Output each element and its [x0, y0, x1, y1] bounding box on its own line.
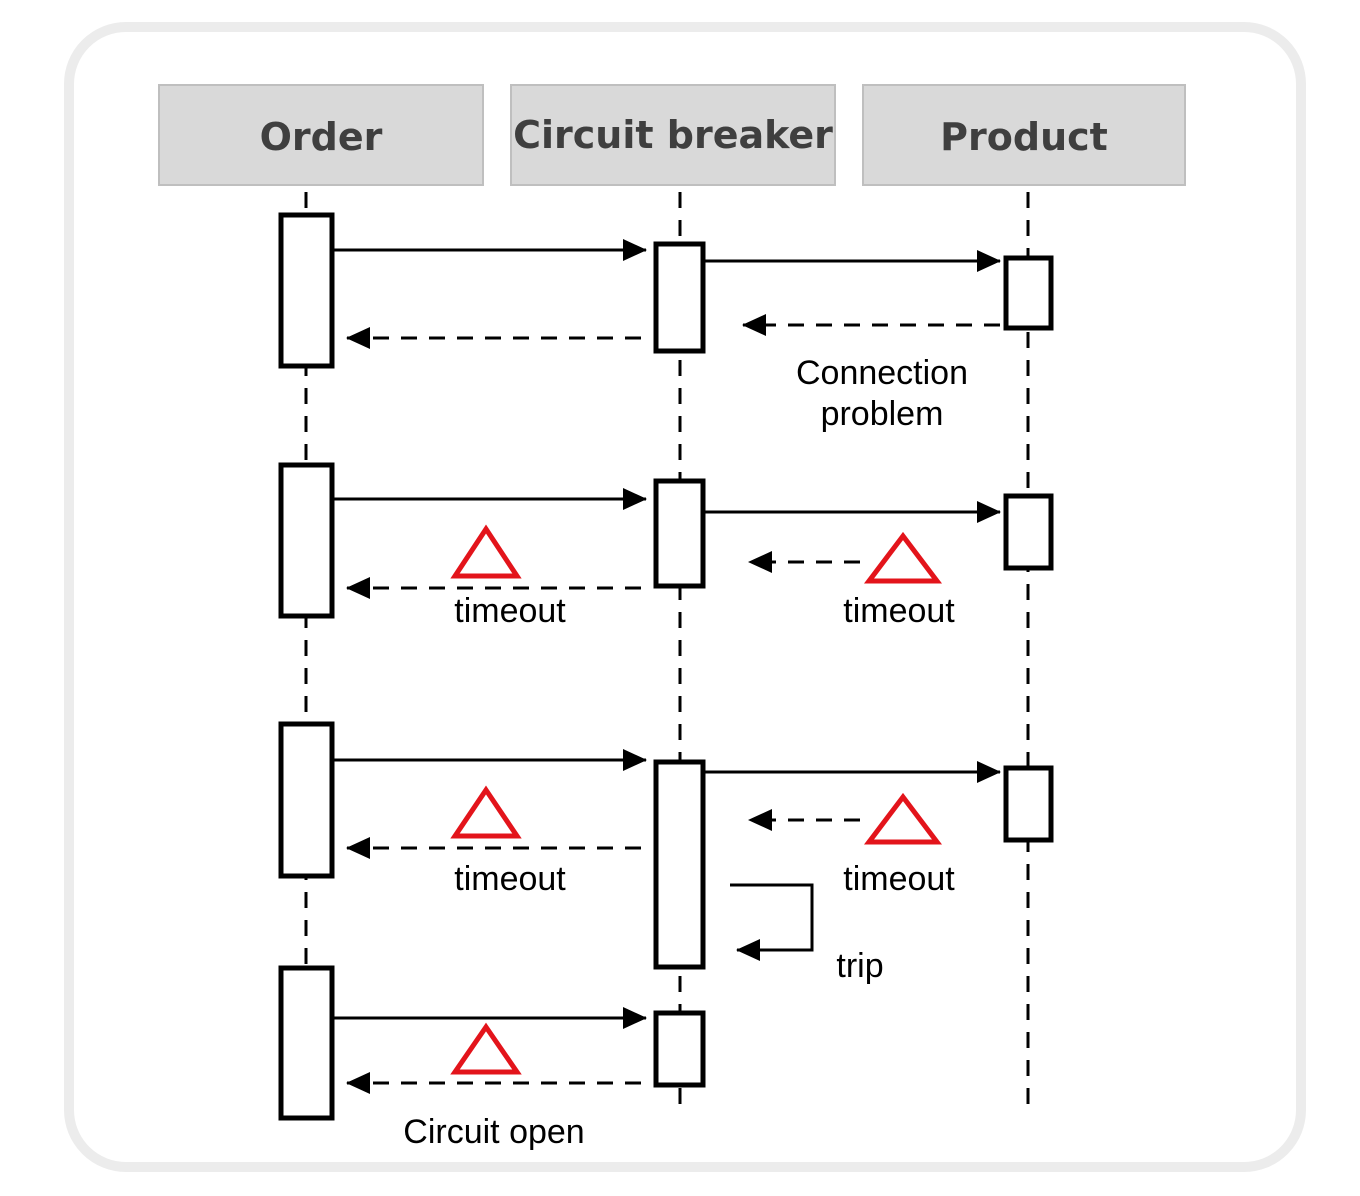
- participant-product-label: Product: [940, 115, 1108, 159]
- timeout-label: timeout: [454, 592, 566, 630]
- trip-label: trip: [836, 947, 883, 985]
- order-activation-1: [278, 212, 335, 369]
- warning-triangle-icon: [863, 531, 943, 584]
- participant-order-label: Order: [260, 115, 383, 159]
- breaker-activation-3: [653, 759, 706, 970]
- participant-order: Order: [158, 84, 484, 186]
- warning-triangle-icon: [450, 785, 522, 839]
- participant-product: Product: [862, 84, 1186, 186]
- breaker-activation-2: [653, 478, 706, 589]
- circuit-open-label: Circuit open: [403, 1113, 584, 1151]
- warning-triangle-icon: [450, 1022, 522, 1075]
- order-activation-2: [278, 462, 335, 619]
- timeout-label: timeout: [454, 860, 566, 898]
- connection-problem-label-line2: problem: [821, 395, 944, 433]
- diagram-frame: [64, 22, 1306, 1172]
- warning-triangle-icon: [450, 524, 522, 579]
- timeout-label: timeout: [843, 592, 955, 630]
- trip-self-arrow: [730, 883, 814, 961]
- participant-circuit-breaker: Circuit breaker: [510, 84, 836, 186]
- product-activation-2: [1003, 493, 1054, 571]
- connection-problem-label-line1: Connection: [796, 354, 968, 392]
- timeout-label: timeout: [843, 860, 955, 898]
- breaker-activation-1: [653, 241, 706, 354]
- order-activation-3: [278, 721, 335, 879]
- participant-circuit-breaker-label: Circuit breaker: [513, 113, 833, 157]
- order-activation-4: [278, 965, 335, 1121]
- warning-triangle-icon: [863, 792, 943, 845]
- breaker-activation-4: [653, 1010, 706, 1088]
- product-activation-3: [1003, 765, 1054, 843]
- product-activation-1: [1003, 255, 1054, 331]
